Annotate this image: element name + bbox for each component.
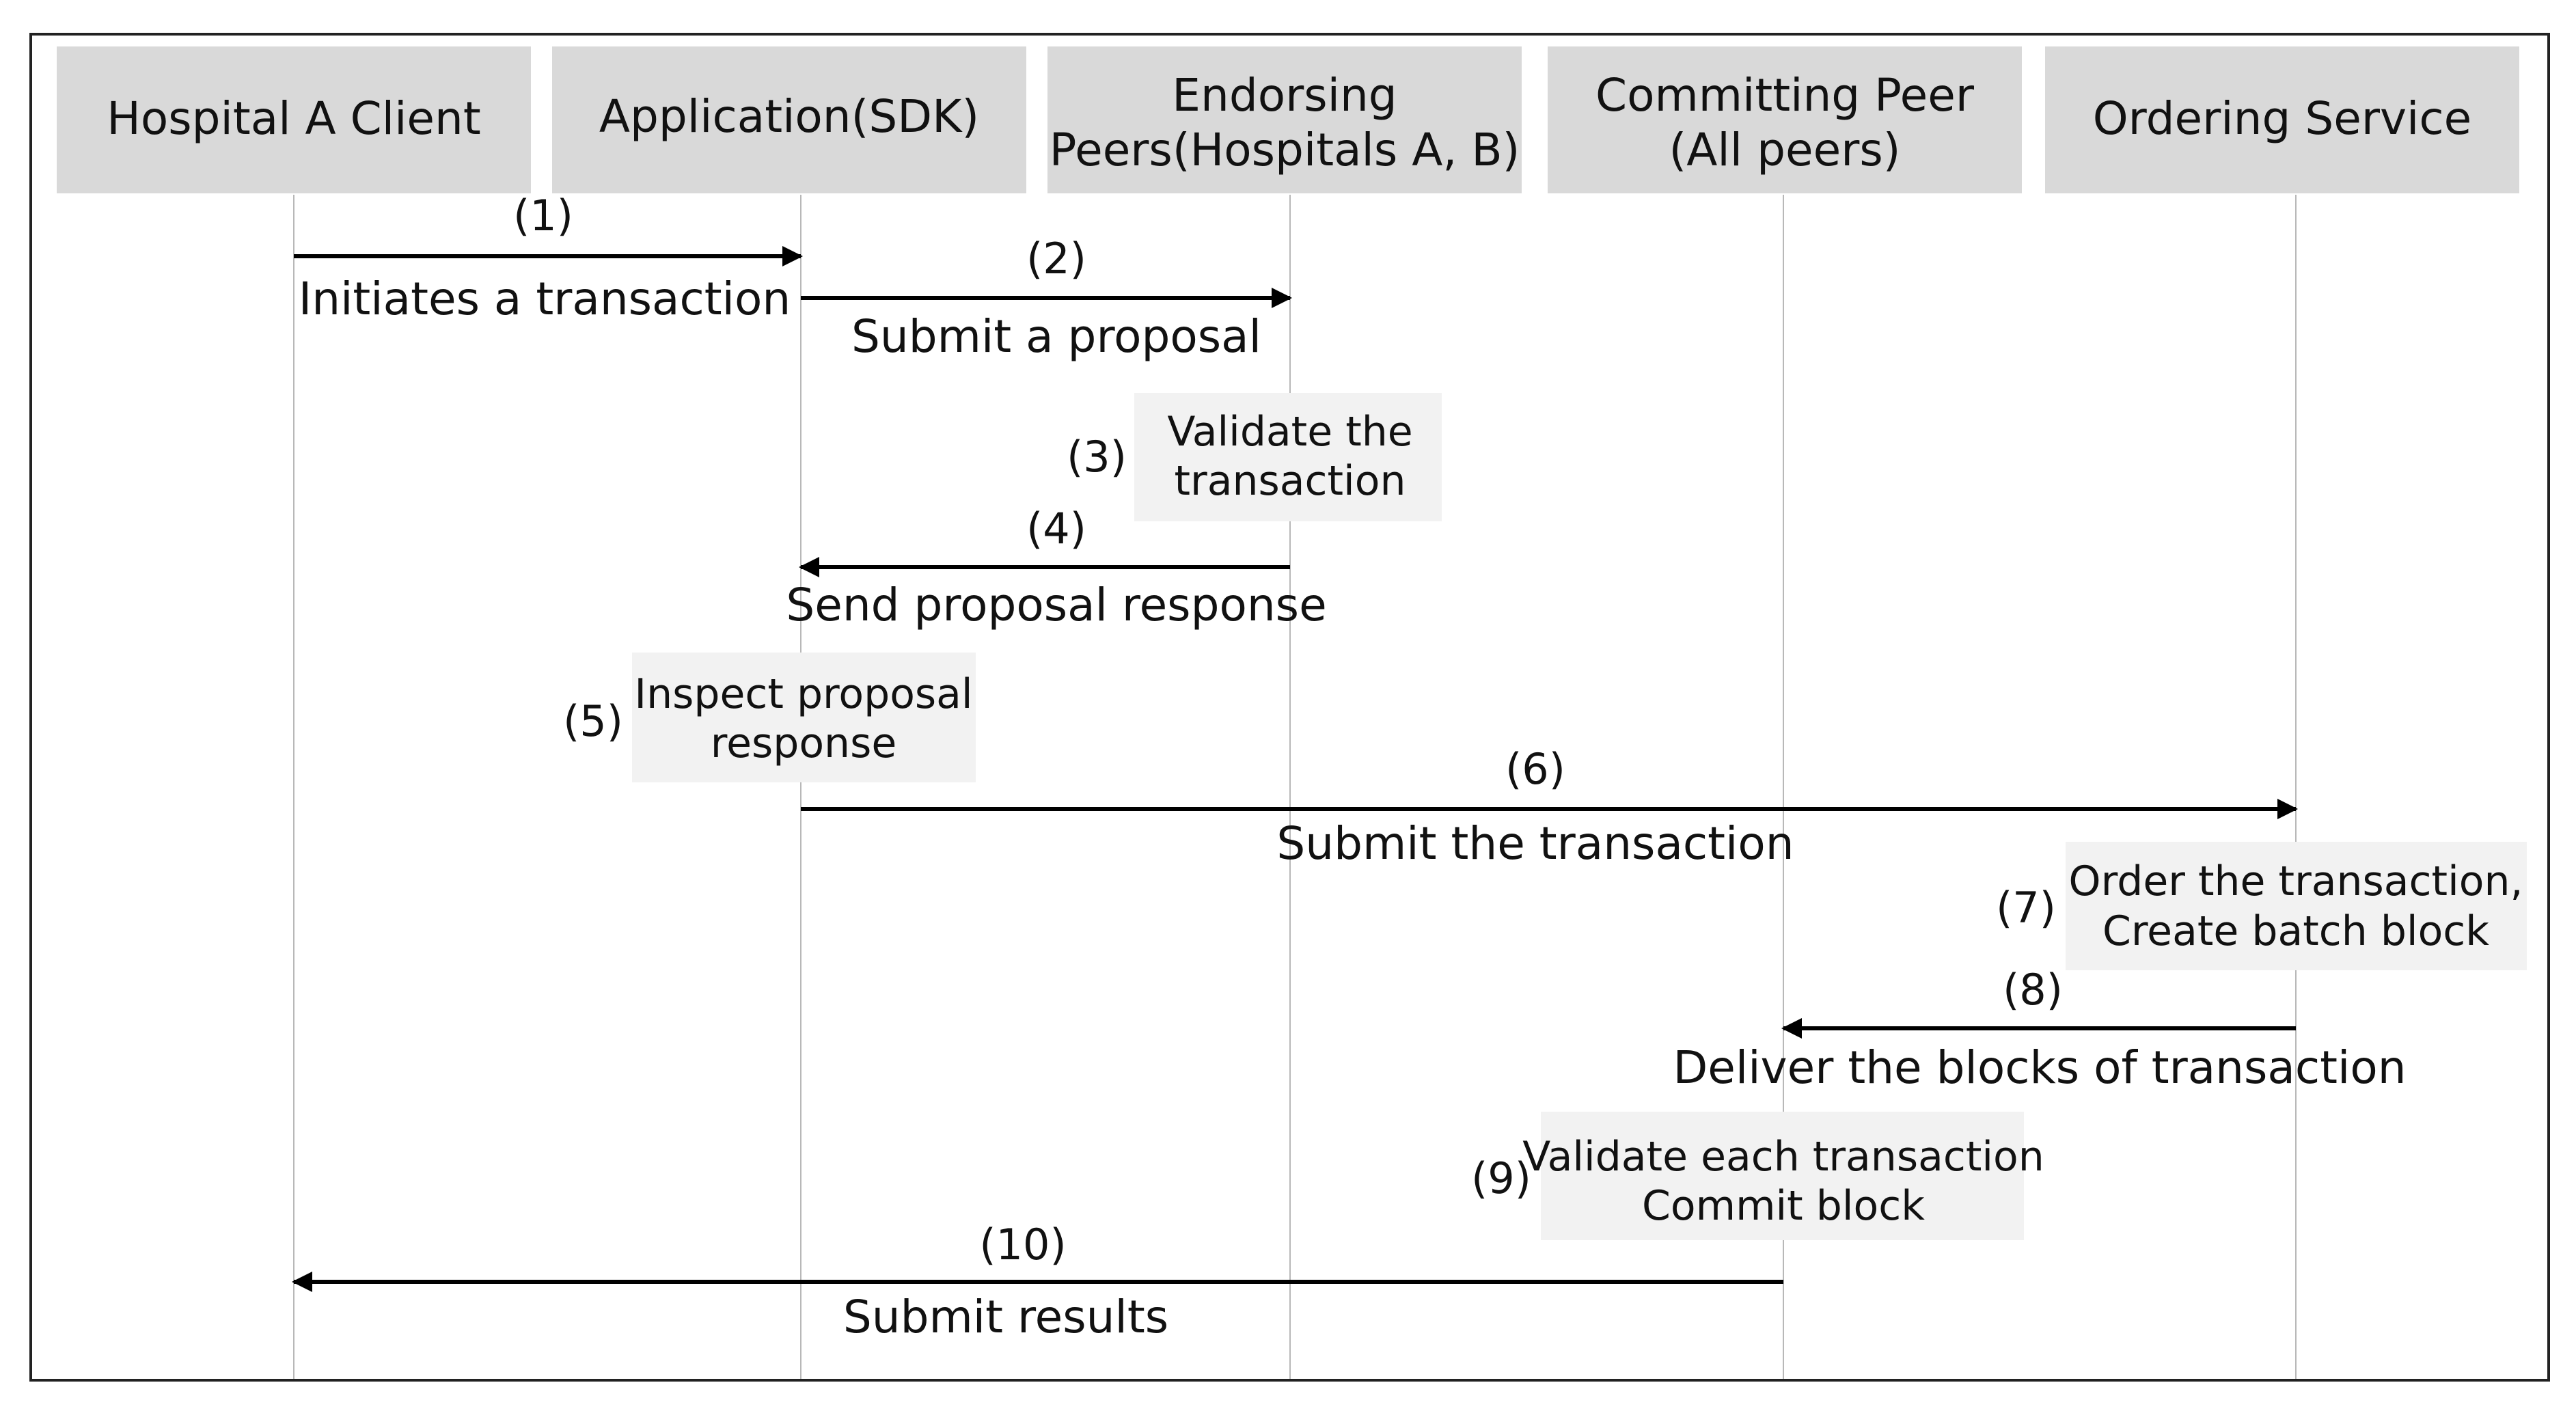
activity-label-line-2: response [711,719,897,767]
message-10: (10) Submit results [292,1220,1783,1343]
message-4: (4) Send proposal response [786,504,1326,631]
message-number: (6) [1505,744,1565,794]
message-8: (8) Deliver the blocks of transaction [1673,965,2406,1094]
activity-9: (9) Validate each transaction Commit blo… [1471,1112,2044,1240]
message-label: Submit a proposal [851,310,1261,363]
activity-3: (3) Validate the transaction [1067,393,1442,521]
activity-7: (7) Order the transaction, Create batch … [1996,842,2527,970]
message-label: Deliver the blocks of transaction [1673,1041,2406,1094]
message-6: (6) Submit the transaction [801,744,2298,870]
activity-label-line-2: Create batch block [2102,907,2489,955]
message-number: (8) [2003,965,2063,1015]
activity-label-line-1: Validate the [1167,408,1412,456]
activity-box [2066,842,2527,970]
participant-label-line-2: Peers(Hospitals A, B) [1050,124,1520,176]
activity-label-line-1: Order the transaction, [2068,858,2523,905]
participant-label-line-1: Endorsing [1172,69,1397,122]
activity-box [632,653,976,782]
message-label: Submit results [843,1291,1168,1343]
activity-label-line-2: Commit block [1642,1182,1925,1230]
message-label: Send proposal response [786,579,1326,631]
activity-label-line-2: transaction [1175,457,1406,505]
participant-label-line-1: Committing Peer [1595,69,1975,122]
participant-label: Ordering Service [2093,92,2472,145]
activity-number: (3) [1067,432,1127,482]
participant-label-line-2: (All peers) [1669,124,1901,176]
diagram-frame [29,33,2550,1382]
activity-label-line-1: Validate each transaction [1522,1133,2044,1181]
message-number: (4) [1026,504,1086,553]
participant-application-sdk: Application(SDK) [552,46,1026,193]
participant-committing-peer: Committing Peer (All peers) [1548,46,2022,193]
participant-label: Application(SDK) [599,90,979,143]
message-number: (10) [979,1220,1066,1270]
activity-label-line-1: Inspect proposal [634,670,972,718]
activity-box [1134,393,1442,521]
message-label: Submit the transaction [1276,817,1794,870]
activity-box [1541,1112,2024,1240]
participant-ordering-service: Ordering Service [2045,46,2519,193]
participant-label: Hospital A Client [107,92,480,145]
participant-hospital-a-client: Hospital A Client [57,46,531,193]
activity-5: (5) Inspect proposal response [563,653,976,782]
message-1: (1) Initiates a transaction [294,191,803,325]
activity-number: (9) [1471,1153,1531,1203]
activity-number: (5) [563,696,623,746]
participant-endorsing-peers: Endorsing Peers(Hospitals A, B) [1047,46,1522,193]
message-2: (2) Submit a proposal [801,234,1292,363]
message-number: (1) [513,191,573,241]
activity-number: (7) [1996,883,2056,933]
message-label: Initiates a transaction [299,273,791,325]
message-number: (2) [1026,234,1086,284]
